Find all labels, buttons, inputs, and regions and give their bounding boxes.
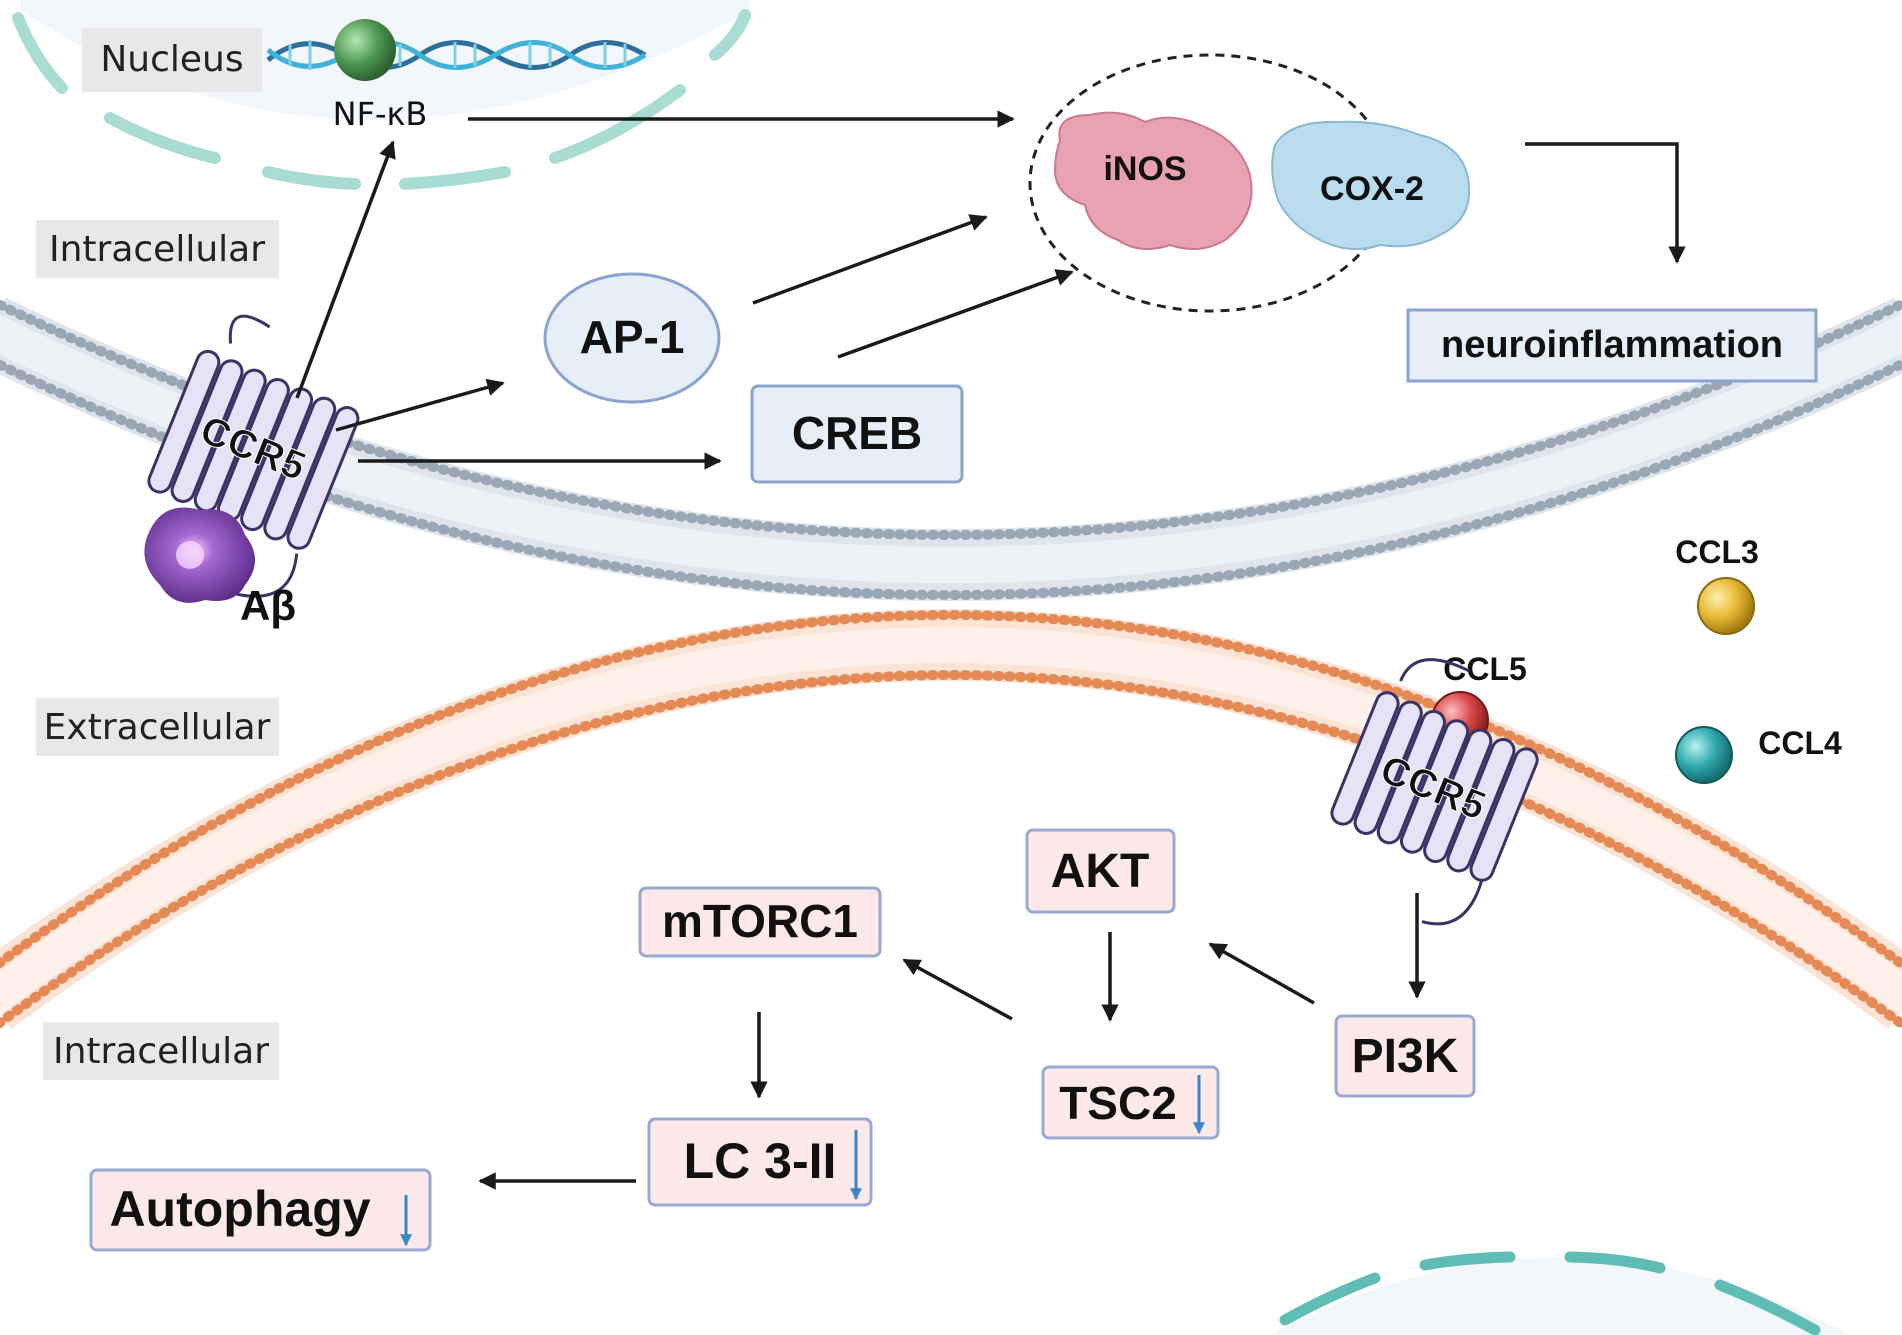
creb-label: CREB [792,407,922,459]
nfkb-label: NF-κB [333,95,428,133]
inos-label: iNOS [1103,150,1186,188]
nfkb-molecule [334,19,396,81]
extracellular-label-box [36,698,279,756]
cox2-protein [1271,120,1471,250]
inos-protein [1053,111,1253,250]
lc3-label: LC 3-II [684,1133,837,1189]
top-pathway-arrows [295,110,1686,470]
nucleus-label-box [82,28,262,92]
ap1-node [543,272,721,404]
creb-node [750,384,964,484]
nuclear-envelope [12,9,751,190]
pi3k-label: PI3K [1352,1030,1459,1083]
ap1-label: AP-1 [580,311,685,363]
ccl3-label: CCL3 [1675,534,1759,570]
akt-node [1025,828,1176,914]
ccl5-label: CCL5 [1443,651,1527,687]
pi3k-node [1334,1014,1476,1098]
extracellular-label: Extracellular [44,707,271,748]
neuroinflammation-label: neuroinflammation [1441,324,1783,366]
ccl4-molecule [1675,726,1733,784]
ccr5-receptor-bottom: CCR5 [1330,658,1539,926]
neuroinflammation-node [1406,308,1818,383]
ccl4-label: CCL4 [1758,725,1842,761]
intracellular-top-label-box [36,220,279,278]
ccl3-molecule [1697,577,1755,635]
bottom-cell-membrane [0,609,1902,1031]
abeta-label: Aβ [240,582,296,629]
akt-label: AKT [1051,845,1150,898]
intracellular-bottom-label-box [43,1022,279,1080]
nucleus-bottom [1270,1251,1850,1335]
intracellular-bottom-label: Intracellular [53,1031,269,1072]
mtorc1-label: mTORC1 [662,895,858,947]
cox2-label: COX-2 [1320,170,1424,208]
nucleus-label: Nucleus [100,39,243,80]
mtorc1-node [638,886,882,958]
tsc2-node [1041,1065,1220,1140]
autophagy-label: Autophagy [109,1181,370,1237]
intracellular-top-label: Intracellular [49,229,265,270]
lc3-node [647,1117,873,1207]
abeta-protein [144,507,255,603]
autophagy-node [89,1168,432,1252]
ccr5-receptor-top: CCR5 [147,314,360,598]
bottom-pathway-arrows [478,893,1426,1190]
tsc2-label: TSC2 [1059,1077,1177,1129]
downregulation-indicators [400,1075,1205,1247]
